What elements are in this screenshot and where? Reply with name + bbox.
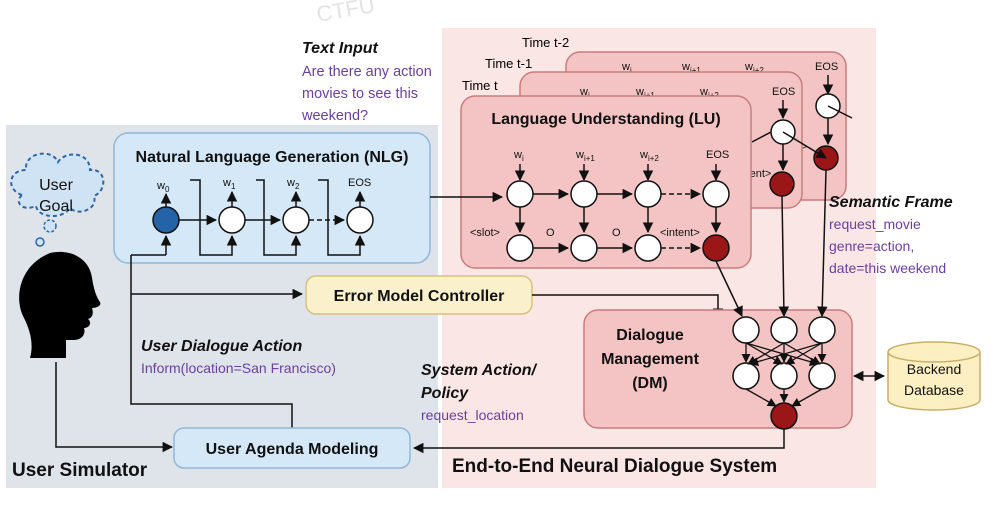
dm-node-top-3 xyxy=(808,316,836,344)
dm-node-mid-3 xyxy=(808,362,836,390)
nlg-title: Natural Language Generation (NLG) xyxy=(136,149,409,166)
user-goal-line-2: Goal xyxy=(39,198,73,215)
nlg-box xyxy=(113,132,431,264)
backend-database-icon: Backend Database xyxy=(887,341,981,411)
lu-output-node-1 xyxy=(506,234,534,262)
text-input-line-3: weekend? xyxy=(301,108,368,124)
dm-connections xyxy=(741,342,827,407)
lu-title: Language Understanding (LU) xyxy=(491,111,720,128)
dm-output-node xyxy=(770,402,798,430)
lu-o-label-2: O xyxy=(612,227,621,239)
backend-line-1: Backend xyxy=(907,361,961,377)
lu-t2-intent-label: > xyxy=(801,141,807,153)
lu-slot-label: <slot> xyxy=(470,227,500,239)
semantic-frame-line-2: genre=action, xyxy=(829,238,914,254)
user-agenda-modeling-box xyxy=(173,427,411,469)
dm-line-2: Management xyxy=(601,351,699,368)
user-head-icon xyxy=(19,251,101,358)
system-action-value: request_location xyxy=(421,407,524,423)
nlg-eos-label: EOS xyxy=(348,177,371,189)
text-input-line-1: Are there any action xyxy=(302,64,432,80)
time-t-label: Time t xyxy=(462,78,498,93)
lu-box-t xyxy=(460,95,752,269)
lu-hidden-node-3 xyxy=(634,180,662,208)
text-input-line-2: movies to see this xyxy=(302,86,418,102)
lu-intent-label: <intent> xyxy=(660,227,700,239)
user-simulator-label: User Simulator xyxy=(12,460,148,481)
watermark-text: CTFU xyxy=(315,0,377,27)
user-goal-line-1: User xyxy=(39,177,73,194)
lu-output-node-3 xyxy=(634,234,662,262)
lu-eos-label: EOS xyxy=(706,149,729,161)
backend-line-2: Database xyxy=(904,382,964,398)
lu-t1-eos: EOS xyxy=(772,86,795,98)
nlg-node-2 xyxy=(282,206,310,234)
nlg-node-3 xyxy=(346,206,374,234)
dm-line-1: Dialogue xyxy=(616,327,684,344)
time-t2-label: Time t-2 xyxy=(522,35,569,50)
nlg-node-1 xyxy=(218,206,246,234)
dm-node-top-2 xyxy=(770,316,798,344)
user-agenda-modeling-label: User Agenda Modeling xyxy=(206,441,379,458)
lu-output-labels: <slot> O O <intent> xyxy=(470,227,700,239)
e2e-system-label: End-to-End Neural Dialogue System xyxy=(452,456,777,477)
dm-node-mid-1 xyxy=(732,362,760,390)
lu-t2-eos: EOS xyxy=(815,61,838,73)
time-labels: Time t-2 Time t-1 Time t xyxy=(462,35,569,93)
svg-text:wi: wi xyxy=(621,61,632,75)
lu-intent-node xyxy=(702,234,730,262)
time-t1-label: Time t-1 xyxy=(485,56,532,71)
dm-node-top-1 xyxy=(732,316,760,344)
user-dialogue-action-value: Inform(location=San Francisco) xyxy=(141,360,336,376)
system-action-heading-1: System Action/ xyxy=(421,362,538,379)
lu-t1-intent-node xyxy=(769,171,795,197)
dm-line-3: (DM) xyxy=(632,375,668,392)
lu-hidden-node-4 xyxy=(702,180,730,208)
semantic-frame-line-3: date=this weekend xyxy=(829,260,946,276)
nlg-output-labels: w0 w1 w2 EOS xyxy=(156,177,371,194)
lu-hidden-node-1 xyxy=(506,180,534,208)
system-action-heading-2: Policy xyxy=(421,385,469,402)
dm-node-mid-2 xyxy=(770,362,798,390)
text-input-heading: Text Input xyxy=(302,40,379,57)
user-goal-cloud: User Goal xyxy=(10,152,105,247)
lu-output-node-2 xyxy=(570,234,598,262)
user-dialogue-action-heading: User Dialogue Action xyxy=(141,338,302,355)
semantic-frame-line-1: request_movie xyxy=(829,216,921,232)
lu-hidden-node-2 xyxy=(570,180,598,208)
svg-text:wi: wi xyxy=(513,149,524,163)
lu-o-label-1: O xyxy=(546,227,555,239)
semantic-frame-heading: Semantic Frame xyxy=(829,194,953,211)
nlg-start-node xyxy=(152,206,180,234)
error-model-controller-label: Error Model Controller xyxy=(334,288,505,305)
